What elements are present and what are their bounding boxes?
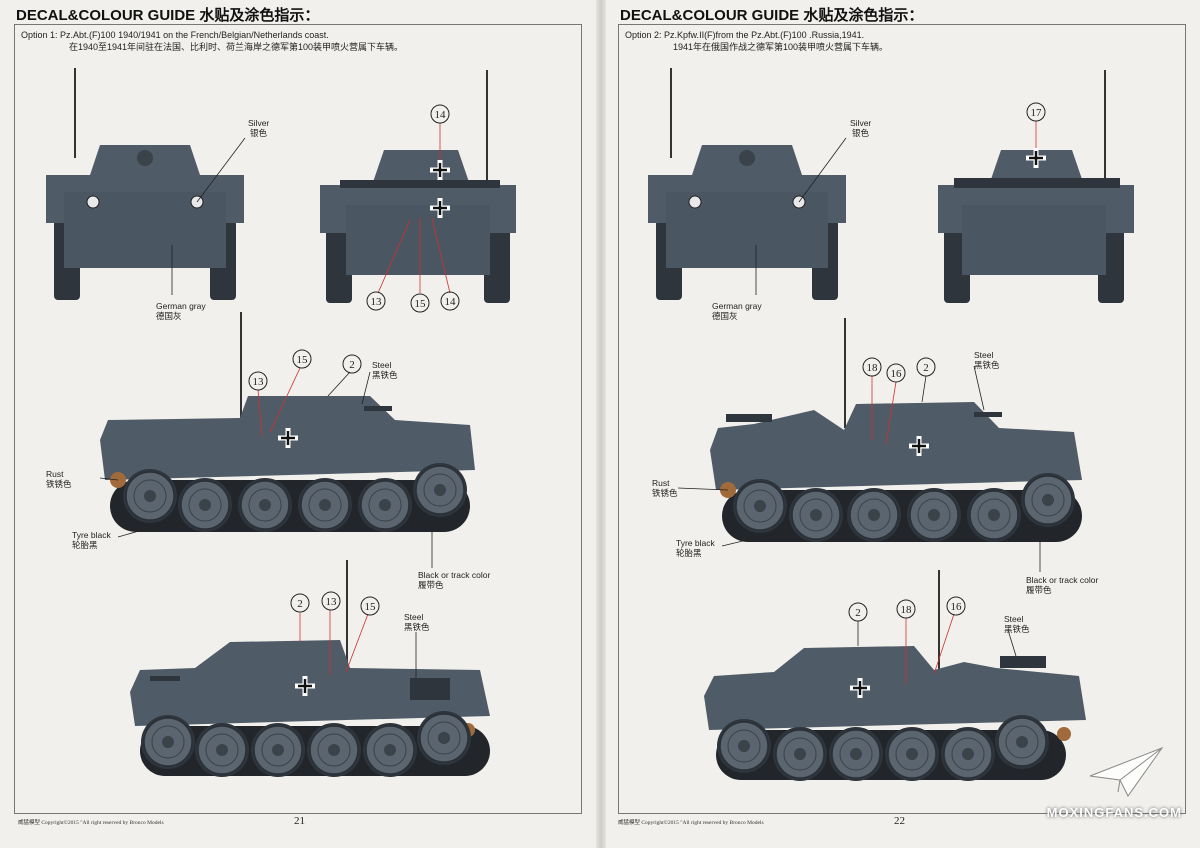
callout-side1-a: 18 <box>867 362 879 374</box>
callout-rear-mid: 15 <box>415 298 427 310</box>
front-view: Silver 银色 German gray 德国灰 <box>46 68 269 321</box>
callout-side1-a: 13 <box>253 376 265 388</box>
callout-side1-c: 2 <box>923 362 929 374</box>
tank-illustrations: Silver 银色 German gray 德国灰 14 13 15 <box>46 68 516 778</box>
callout-side1-b: 15 <box>297 354 309 366</box>
callout-side2-b: 18 <box>901 604 913 616</box>
option-description: Option 1: Pz.Abt.(F)100 1940/1941 on the… <box>21 29 403 53</box>
guide-title: DECAL&COLOUR GUIDE 水贴及涂色指示： <box>620 7 924 24</box>
label-silver: Silver <box>248 118 269 128</box>
guide-title: DECAL&COLOUR GUIDE 水贴及涂色指示： <box>16 7 320 24</box>
label-steel-1: Steel <box>372 360 391 370</box>
label-tyre-black-cn: 轮胎黑 <box>72 540 98 550</box>
label-tyre-black-cn: 轮胎黑 <box>676 548 702 558</box>
label-track-color-cn: 履带色 <box>1026 585 1052 595</box>
option-line-1: Pz.Kpfw.II(F)from the Pz.Abt.(F)100 .Rus… <box>664 30 865 40</box>
label-steel-1: Steel <box>974 350 993 360</box>
option-line-1: Pz.Abt.(F)100 1940/1941 on the French/Be… <box>60 30 329 40</box>
callout-rear-top: 17 <box>1031 107 1043 119</box>
label-rust-cn: 铁锈色 <box>46 479 72 489</box>
page-number: 21 <box>294 815 305 827</box>
label-german-gray: German gray <box>712 301 762 311</box>
label-tyre-black: Tyre black <box>676 538 715 548</box>
label-silver: Silver <box>850 118 871 128</box>
front-view: Silver 银色 German gray 德国灰 <box>648 68 871 321</box>
copyright-footer: 威猛模型 Copyright©2015 "All right reserved … <box>618 820 764 826</box>
side-view-2: 2 18 16 Steel 黑铁色 <box>704 570 1086 782</box>
page-number: 22 <box>894 815 905 827</box>
label-steel-2-cn: 黑铁色 <box>1004 624 1030 634</box>
label-rust: Rust <box>652 478 670 488</box>
label-silver-cn: 银色 <box>852 128 870 138</box>
option-line-2: 1941年在俄国作战之德军第100装甲喷火营属下车辆。 <box>673 42 889 52</box>
callout-side2-a: 2 <box>855 607 861 619</box>
label-steel-2: Steel <box>1004 614 1023 624</box>
label-track-color-cn: 履带色 <box>418 580 444 590</box>
callout-side1-b: 16 <box>891 368 903 380</box>
callout-side2-c: 16 <box>951 601 963 613</box>
label-silver-cn: 银色 <box>250 128 268 138</box>
label-steel-2: Steel <box>404 612 423 622</box>
copyright-footer: 威猛模型 Copyright©2015 "All right reserved … <box>18 820 164 826</box>
label-track-color: Black or track color <box>418 570 490 580</box>
callout-rear-left: 13 <box>371 296 383 308</box>
side-view-1: 13 15 2 Steel 黑铁色 Rust 铁锈色 Tyre black 轮胎… <box>46 312 490 590</box>
option-label: Option 2: <box>625 30 662 40</box>
option-line-2: 在1940至1941年间驻在法国、比利时、荷兰海岸之德军第100装甲喷火营属下车… <box>69 42 404 52</box>
callout-side2-b: 13 <box>326 596 338 608</box>
callout-side2-c: 15 <box>365 601 377 613</box>
option-frame: Option 1: Pz.Abt.(F)100 1940/1941 on the… <box>14 24 582 814</box>
label-tyre-black: Tyre black <box>72 530 111 540</box>
callout-rear-right: 14 <box>445 296 457 308</box>
callout-side2-a: 2 <box>297 598 303 610</box>
callout-side1-c: 2 <box>349 359 355 371</box>
option-label: Option 1: <box>21 30 58 40</box>
label-track-color: Black or track color <box>1026 575 1098 585</box>
side-view-1: 18 16 2 Steel 黑铁色 Rust 铁锈色 Tyre black 轮胎… <box>652 318 1098 595</box>
paper-plane-logo-icon <box>1089 746 1164 797</box>
rear-view: 14 13 15 14 <box>320 70 516 313</box>
label-steel-2-cn: 黑铁色 <box>404 622 430 632</box>
side-view-2: 2 13 15 Steel 黑铁色 <box>130 560 490 778</box>
label-german-gray-cn: 德国灰 <box>712 311 738 321</box>
label-german-gray-cn: 德国灰 <box>156 311 182 321</box>
label-steel-1-cn: 黑铁色 <box>372 370 398 380</box>
rear-view: 17 <box>938 70 1134 303</box>
tank-illustrations: Silver 银色 German gray 德国灰 17 <box>648 68 1134 782</box>
label-rust: Rust <box>46 469 64 479</box>
label-german-gray: German gray <box>156 301 206 311</box>
page-right: DECAL&COLOUR GUIDE 水贴及涂色指示： Option 2: Pz… <box>604 0 1200 848</box>
callout-rear-top: 14 <box>435 109 447 121</box>
spread-gutter <box>596 0 606 848</box>
site-watermark: MOXINGFANS.COM <box>1046 805 1182 820</box>
option-description: Option 2: Pz.Kpfw.II(F)from the Pz.Abt.(… <box>625 29 888 53</box>
label-rust-cn: 铁锈色 <box>652 488 678 498</box>
option-frame: Option 2: Pz.Kpfw.II(F)from the Pz.Abt.(… <box>618 24 1186 814</box>
label-steel-1-cn: 黑铁色 <box>974 360 1000 370</box>
page-left: DECAL&COLOUR GUIDE 水贴及涂色指示： Option 1: Pz… <box>0 0 596 848</box>
